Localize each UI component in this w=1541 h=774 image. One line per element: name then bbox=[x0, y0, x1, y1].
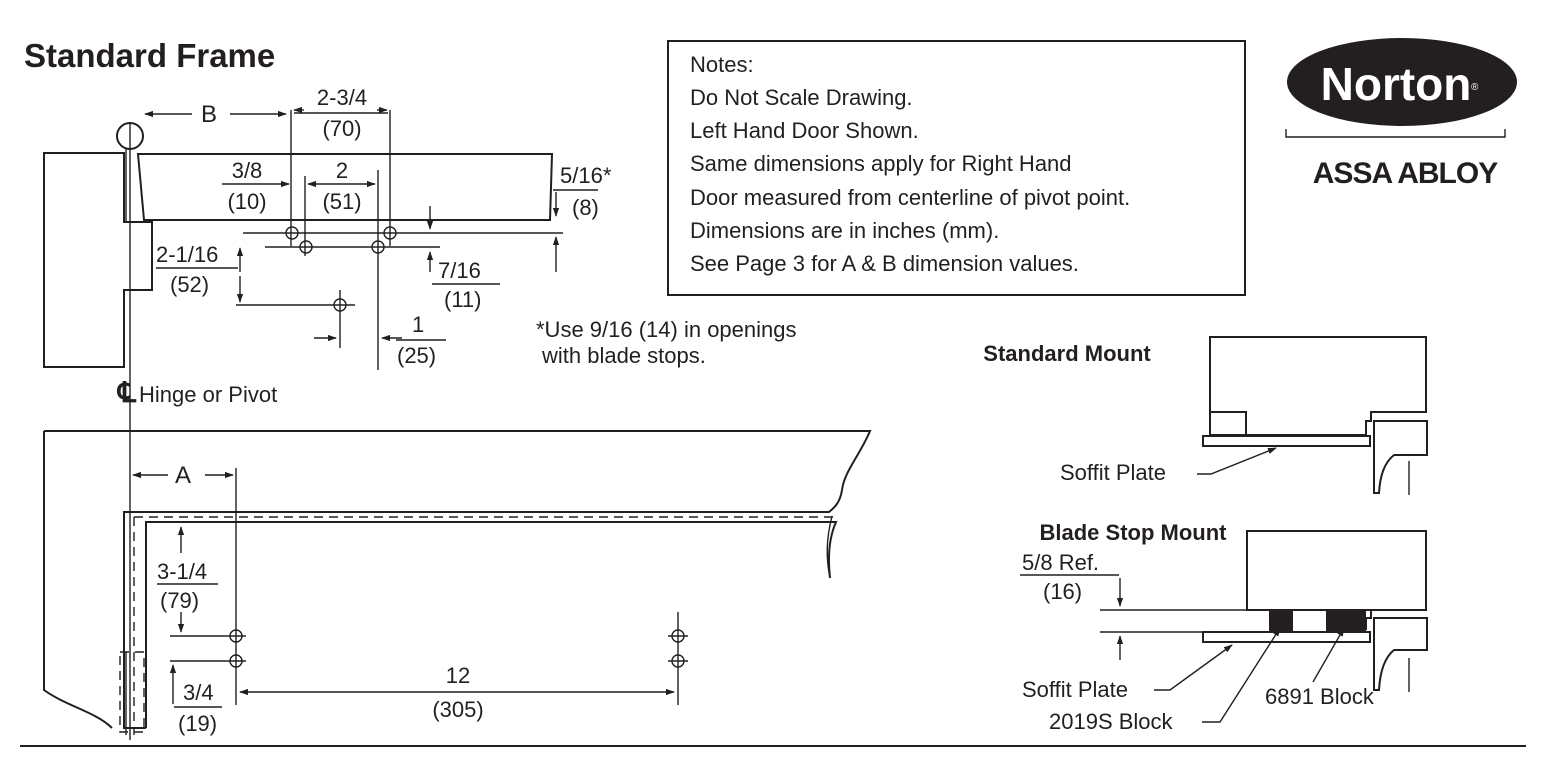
notes-line: Left Hand Door Shown. bbox=[690, 118, 919, 143]
dim-12: 12 bbox=[446, 663, 470, 688]
dim-5-16-mm: (8) bbox=[572, 195, 599, 220]
dim-3-4: 3/4 bbox=[183, 680, 214, 705]
logo-text: Norton bbox=[1321, 58, 1472, 110]
mounting-hole bbox=[299, 240, 313, 254]
centerline-symbol: ℄ bbox=[116, 377, 137, 408]
standard-mount: Standard Mount Soffit Plate bbox=[983, 336, 1428, 495]
top-view: B 2-3/4 (70) 3/8 (10) 2 (51) bbox=[43, 85, 797, 740]
frame-jamb bbox=[43, 152, 153, 368]
notes-line: Door measured from centerline of pivot p… bbox=[690, 185, 1130, 210]
notes-line: Same dimensions apply for Right Hand bbox=[690, 151, 1072, 176]
company-name: ASSA ABLOY bbox=[1313, 157, 1498, 190]
standard-mount-title: Standard Mount bbox=[983, 341, 1151, 366]
dim-3-8: 3/8 bbox=[232, 158, 263, 183]
dim-5-8-ref: 5/8 Ref. bbox=[1022, 550, 1099, 575]
soffit-plate bbox=[1202, 631, 1371, 643]
dim-3-1-4-mm: (79) bbox=[160, 588, 199, 613]
notes-box: Notes: Do Not Scale Drawing. Left Hand D… bbox=[667, 40, 1246, 296]
blade-soffit-label: Soffit Plate bbox=[1022, 677, 1128, 702]
notes-line: Do Not Scale Drawing. bbox=[690, 85, 913, 110]
dim-1-mm: (25) bbox=[397, 343, 436, 368]
stop-profile bbox=[1373, 420, 1428, 494]
mounting-hole bbox=[383, 226, 397, 240]
standard-soffit-label: Soffit Plate bbox=[1060, 460, 1166, 485]
mounting-hole bbox=[285, 226, 299, 240]
blade-stop-mount: Blade Stop Mount 5/8 Ref. (16) Soffit Pl… bbox=[1020, 520, 1428, 734]
stop-profile bbox=[1373, 617, 1428, 691]
registered-mark: ® bbox=[1471, 82, 1479, 93]
block-6891-label: 6891 Block bbox=[1265, 684, 1375, 709]
closer-body bbox=[1246, 530, 1427, 611]
dim-2: 2 bbox=[336, 158, 348, 183]
hinge-outline bbox=[119, 651, 145, 733]
dim-12-mm: (305) bbox=[432, 697, 483, 722]
footnote-line-2: with blade stops. bbox=[541, 343, 706, 368]
dim-3-4-mm: (19) bbox=[178, 711, 217, 736]
dim-7-16: 7/16 bbox=[438, 258, 481, 283]
front-view: A 3-1/4 (79) 3/4 (19) 12 (305) bbox=[43, 430, 872, 736]
closer-body bbox=[1209, 336, 1427, 436]
norton-logo: Norton ® ASSA ABLOY bbox=[1285, 38, 1517, 190]
dim-3-1-4: 3-1/4 bbox=[157, 559, 207, 584]
dim-1: 1 bbox=[412, 312, 424, 337]
notes-heading: Notes: bbox=[690, 52, 754, 77]
dim-2-3-4-mm: (70) bbox=[322, 116, 361, 141]
notes-line: See Page 3 for A & B dimension values. bbox=[690, 251, 1079, 276]
6891-block bbox=[1326, 610, 1366, 632]
dim-5-8-ref-mm: (16) bbox=[1043, 579, 1082, 604]
block-2019s-label: 2019S Block bbox=[1049, 709, 1174, 734]
dim-2-3-4: 2-3/4 bbox=[317, 85, 367, 110]
blade-stop-mount-title: Blade Stop Mount bbox=[1040, 520, 1228, 545]
dim-5-16: 5/16* bbox=[560, 163, 612, 188]
dim-7-16-mm: (11) bbox=[444, 287, 482, 312]
dim-b: B bbox=[201, 101, 217, 128]
footnote-line-1: *Use 9/16 (14) in openings bbox=[536, 317, 797, 342]
soffit-plate bbox=[1202, 435, 1371, 447]
page-title: Standard Frame bbox=[24, 37, 275, 74]
dim-a: A bbox=[175, 462, 191, 489]
dim-2-1-16: 2-1/16 bbox=[156, 242, 218, 267]
centerline-label: Hinge or Pivot bbox=[139, 382, 277, 407]
frame-header bbox=[43, 430, 872, 729]
door-slab bbox=[136, 153, 554, 221]
dim-2-1-16-mm: (52) bbox=[170, 272, 209, 297]
dim-3-8-mm: (10) bbox=[227, 189, 266, 214]
dim-2-mm: (51) bbox=[322, 189, 361, 214]
notes-line: Dimensions are in inches (mm). bbox=[690, 218, 999, 243]
mounting-hole bbox=[371, 240, 385, 254]
2019s-block bbox=[1269, 610, 1293, 632]
